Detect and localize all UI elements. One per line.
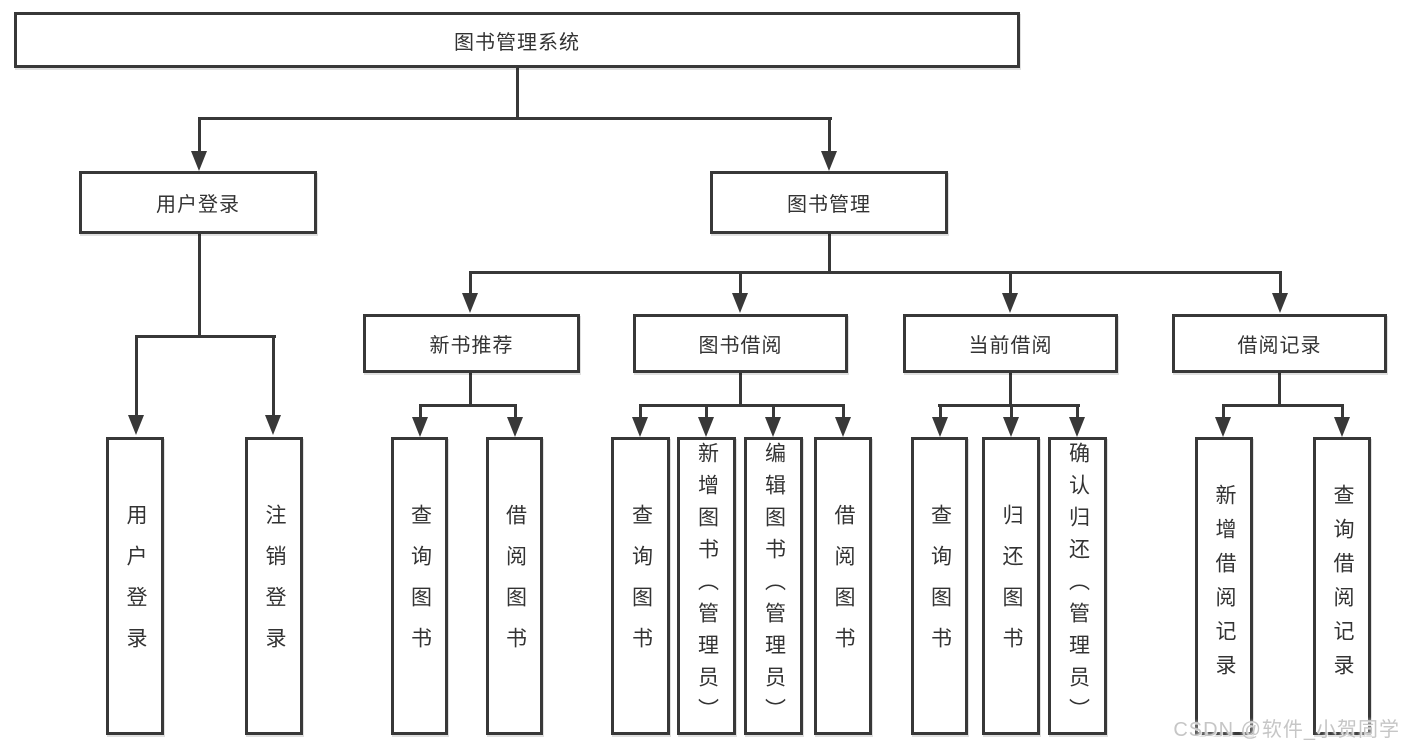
- connector-vline: [1009, 373, 1012, 407]
- connector-vline: [1279, 271, 1282, 295]
- connector-hline: [469, 271, 1282, 274]
- leaf-edit-books-admin: 编辑图书（管理员）: [744, 437, 803, 735]
- leaf-label: 查询图书: [408, 504, 432, 668]
- arrow-down-icon: [1002, 293, 1018, 313]
- connector-hline: [938, 404, 1080, 407]
- arrow-down-icon: [732, 293, 748, 313]
- arrow-down-icon: [632, 417, 648, 437]
- connector-vline: [469, 373, 472, 407]
- connector-vline: [939, 404, 942, 419]
- leaf-logout: 注销登录: [245, 437, 303, 735]
- arrow-down-icon: [1069, 417, 1085, 437]
- connector-hline: [198, 117, 832, 120]
- arrow-down-icon: [765, 417, 781, 437]
- leaf-label: 归还图书: [1000, 504, 1023, 668]
- arrow-down-icon: [821, 151, 837, 171]
- arrow-down-icon: [835, 417, 851, 437]
- connector-vline: [1278, 373, 1281, 407]
- leaf-label: 查询图书: [629, 504, 653, 668]
- connector-hline: [1222, 404, 1344, 407]
- leaf-query-books-current: 查询图书: [911, 437, 968, 735]
- leaf-label: 用户登录: [124, 504, 147, 668]
- connector-vline: [842, 404, 845, 419]
- leaf-label: 注销登录: [263, 504, 286, 668]
- arrow-down-icon: [507, 417, 523, 437]
- watermark: CSDN @软件_小贺同学: [1173, 719, 1400, 741]
- leaf-label: 新增图书（管理员）: [695, 442, 719, 730]
- leaf-label: 新增借阅记录: [1213, 484, 1236, 688]
- leaf-label: 查询图书: [928, 504, 952, 668]
- arrow-down-icon: [932, 417, 948, 437]
- leaf-query-books-borrow: 查询图书: [611, 437, 670, 735]
- connector-vline: [739, 271, 742, 295]
- leaf-add-borrow-record: 新增借阅记录: [1195, 437, 1253, 735]
- connector-vline: [1009, 271, 1012, 295]
- arrow-down-icon: [191, 151, 207, 171]
- leaf-query-books-recommend: 查询图书: [391, 437, 448, 735]
- connector-vline: [1222, 404, 1225, 419]
- leaf-label: 查询借阅记录: [1331, 484, 1354, 688]
- connector-vline: [135, 335, 138, 417]
- connector-vline: [1010, 404, 1013, 419]
- connector-hline: [135, 335, 276, 338]
- connector-vline: [516, 68, 519, 119]
- arrow-down-icon: [462, 293, 478, 313]
- leaf-label: 借阅图书: [832, 504, 855, 668]
- arrow-down-icon: [1334, 417, 1350, 437]
- connector-vline: [419, 404, 422, 419]
- arrow-down-icon: [1003, 417, 1019, 437]
- arrow-down-icon: [265, 415, 281, 435]
- leaf-borrow-books: 借阅图书: [814, 437, 872, 735]
- connector-hline: [419, 404, 517, 407]
- leaf-return-books: 归还图书: [982, 437, 1040, 735]
- node-root: 图书管理系统: [14, 12, 1020, 68]
- connector-vline: [514, 404, 517, 419]
- connector-vline: [828, 117, 831, 154]
- connector-vline: [469, 271, 472, 295]
- leaf-user-login: 用户登录: [106, 437, 164, 735]
- node-current-borrow: 当前借阅: [903, 314, 1118, 373]
- leaf-borrow-books-recommend: 借阅图书: [486, 437, 543, 735]
- connector-vline: [639, 404, 642, 419]
- connector-vline: [739, 373, 742, 407]
- connector-vline: [705, 404, 708, 419]
- node-user-login: 用户登录: [79, 171, 317, 234]
- node-book-management: 图书管理: [710, 171, 948, 234]
- leaf-label: 编辑图书（管理员）: [762, 442, 786, 730]
- node-book-borrow: 图书借阅: [633, 314, 848, 373]
- leaf-label: 确认归还（管理员）: [1066, 442, 1090, 730]
- connector-vline: [1341, 404, 1344, 419]
- connector-hline: [639, 404, 845, 407]
- node-borrow-records: 借阅记录: [1172, 314, 1387, 373]
- node-new-book-recommend: 新书推荐: [363, 314, 580, 373]
- leaf-add-books-admin: 新增图书（管理员）: [677, 437, 736, 735]
- connector-vline: [1076, 404, 1079, 419]
- arrow-down-icon: [128, 415, 144, 435]
- leaf-query-borrow-record: 查询借阅记录: [1313, 437, 1371, 735]
- connector-vline: [272, 335, 275, 417]
- connector-vline: [772, 404, 775, 419]
- connector-vline: [198, 234, 201, 338]
- arrow-down-icon: [412, 417, 428, 437]
- leaf-confirm-return-admin: 确认归还（管理员）: [1048, 437, 1107, 735]
- leaf-label: 借阅图书: [503, 504, 527, 668]
- arrow-down-icon: [698, 417, 714, 437]
- arrow-down-icon: [1272, 293, 1288, 313]
- arrow-down-icon: [1215, 417, 1231, 437]
- connector-vline: [828, 234, 831, 274]
- connector-vline: [198, 117, 201, 154]
